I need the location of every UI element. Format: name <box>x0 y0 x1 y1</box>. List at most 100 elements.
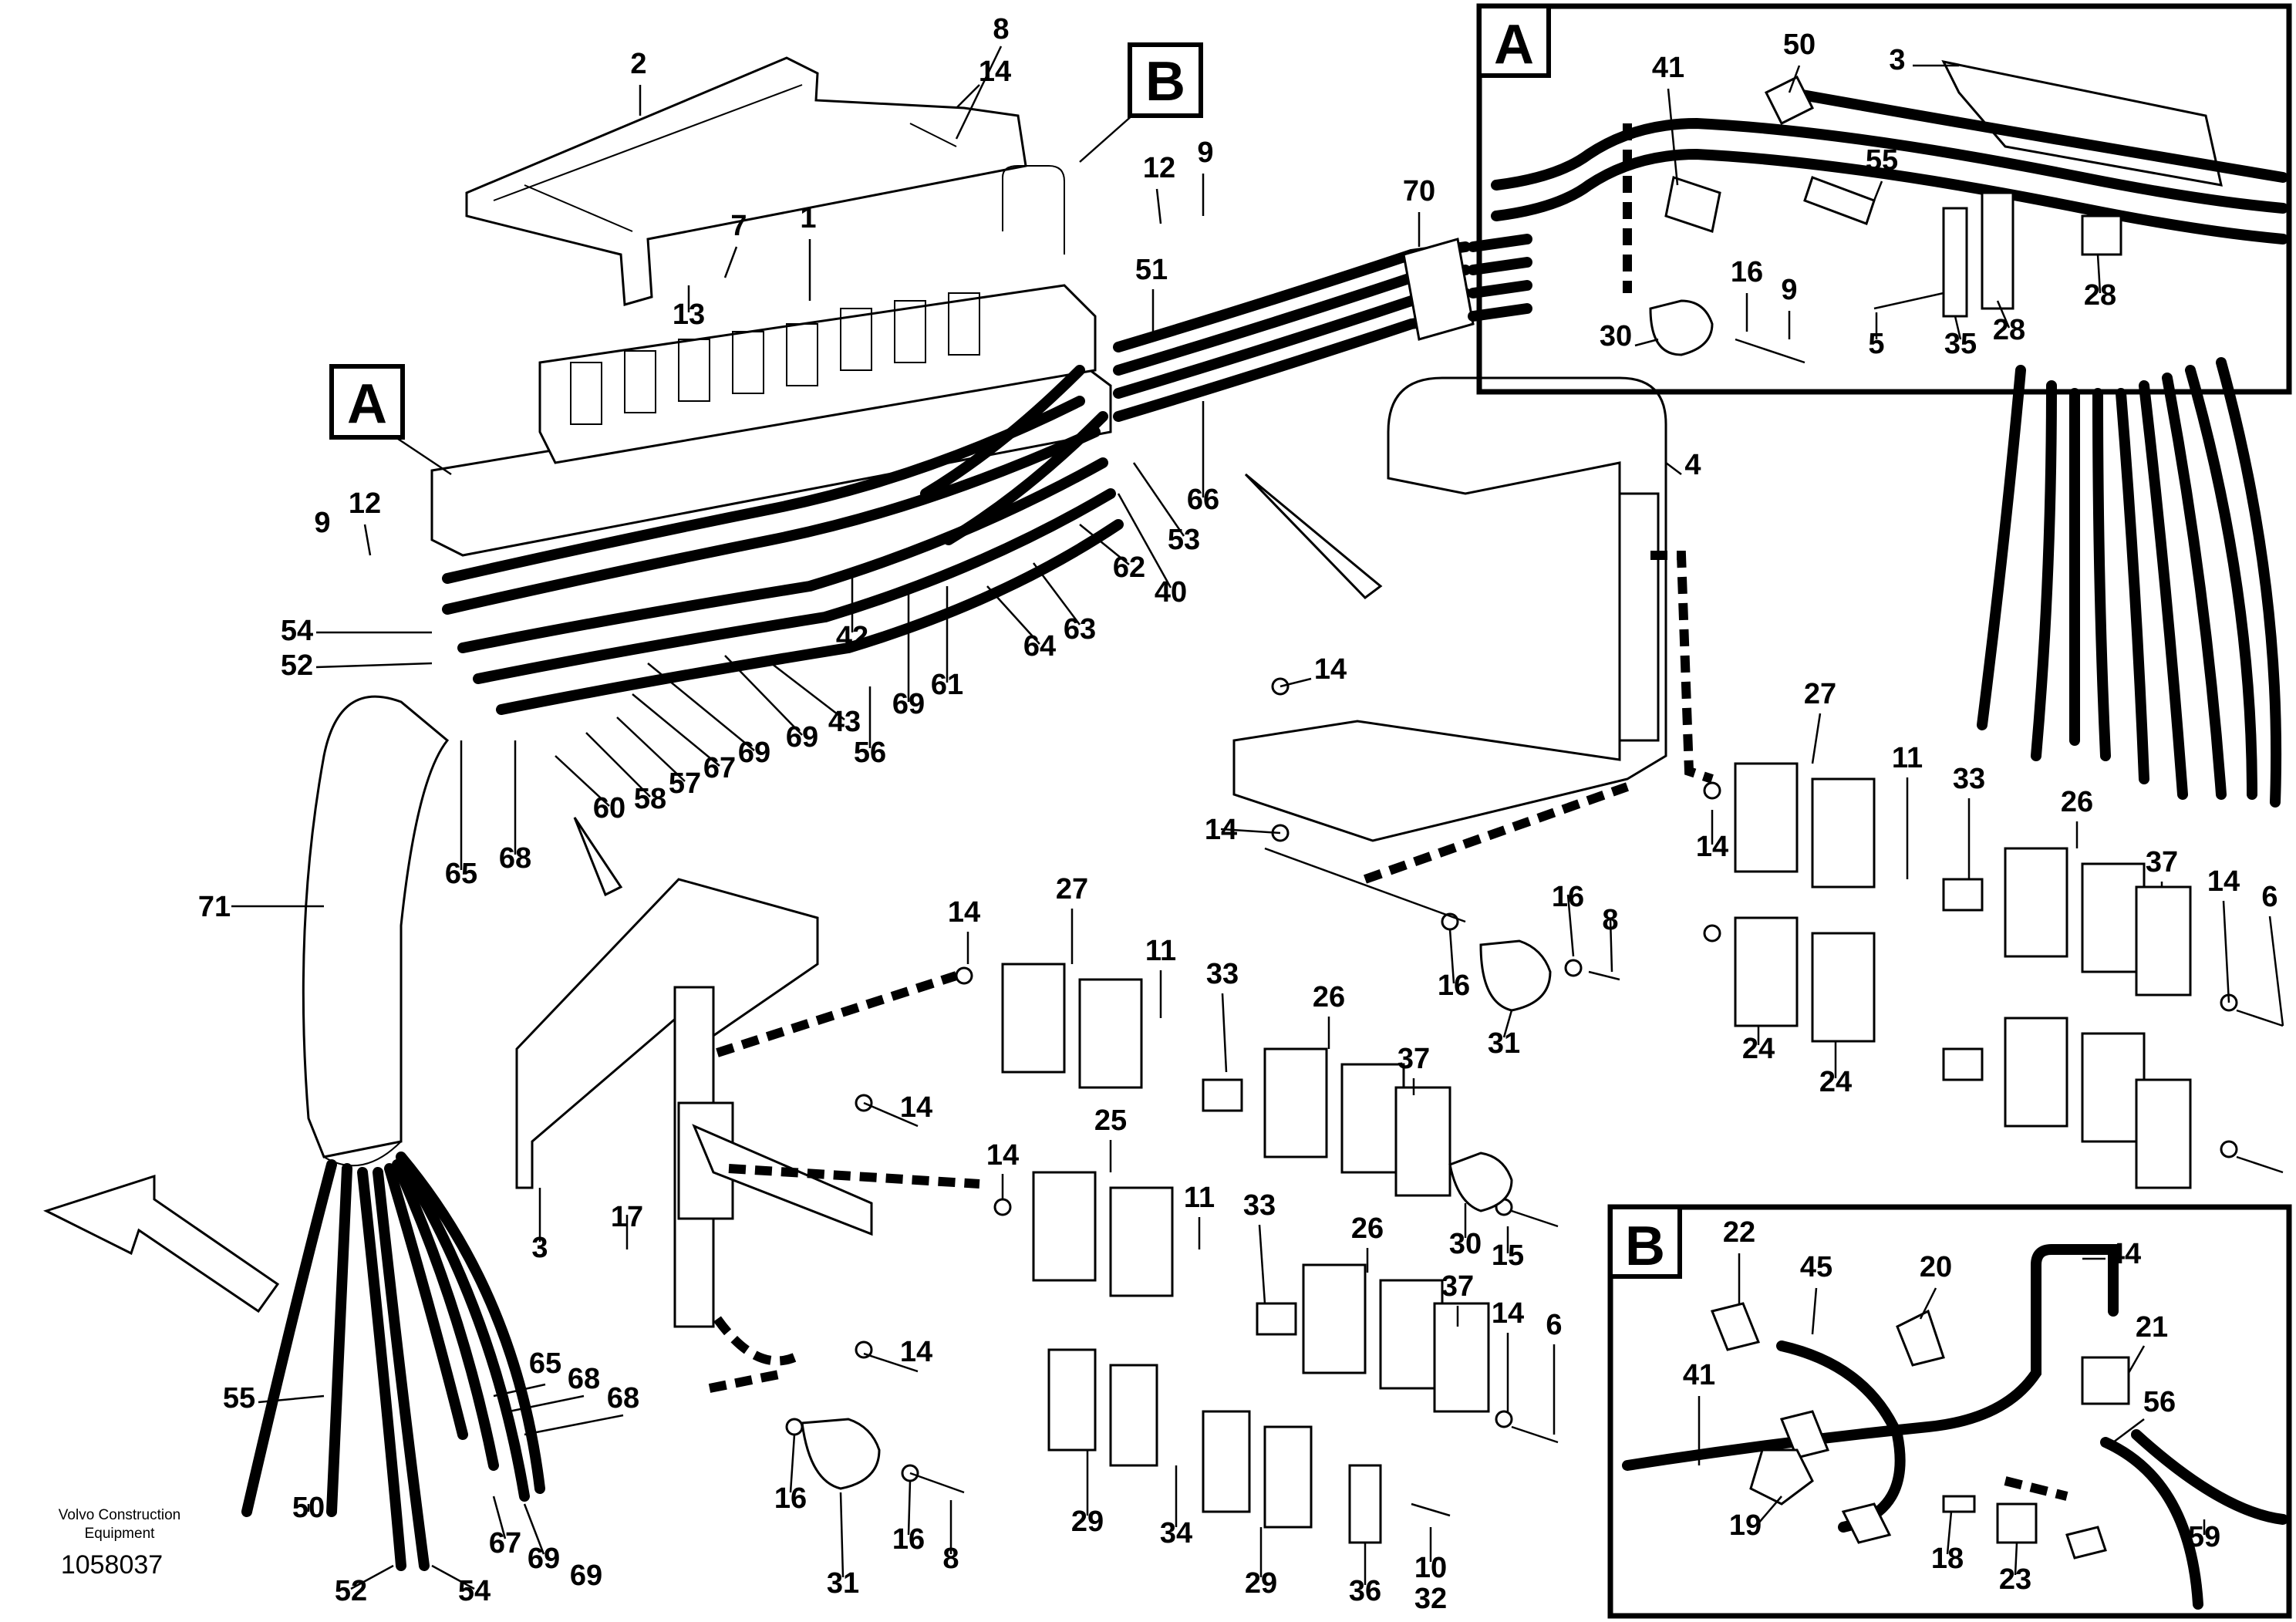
part-number-label: 11 <box>1892 742 1923 774</box>
part-number-label: 16 <box>892 1523 925 1556</box>
detail-b-part-number-label: 59 <box>2188 1521 2220 1553</box>
part-number-label: 8 <box>942 1543 959 1575</box>
part-number-label: 14 <box>900 1091 932 1124</box>
part-number-label: 52 <box>335 1575 367 1607</box>
part-number-label: 57 <box>669 767 701 800</box>
part-number-label: 55 <box>223 1382 255 1415</box>
bracket-3-drawing <box>515 878 980 1393</box>
detail-b-part-number-label: 23 <box>1999 1563 2031 1596</box>
part-number-label: 31 <box>827 1567 859 1600</box>
part-number-label: 67 <box>703 752 736 784</box>
part-number-label: 69 <box>892 688 925 720</box>
detail-a-part-number-label: 5 <box>1868 328 1884 360</box>
part-number-label: 54 <box>458 1575 491 1607</box>
part-number-label: 14 <box>948 896 980 929</box>
part-number-label: 27 <box>1804 678 1836 710</box>
part-number-label: 32 <box>1414 1583 1447 1615</box>
part-number-label: 14 <box>1205 814 1237 846</box>
hoses-below-sleeve <box>241 1152 545 1571</box>
part-number-label: 7 <box>730 210 747 242</box>
part-number-label: 31 <box>1488 1027 1520 1060</box>
part-number-label: 33 <box>1243 1189 1276 1222</box>
callout-b-box <box>1128 42 1203 118</box>
part-number-label: 8 <box>993 13 1009 46</box>
part-number-label: 14 <box>2207 865 2240 898</box>
part-number-label: 16 <box>1552 881 1584 913</box>
detail-b-letter: B <box>1625 1216 1665 1277</box>
part-number-label: 69 <box>528 1543 560 1575</box>
part-number-label: 69 <box>786 721 818 754</box>
part-number-label: 43 <box>828 706 861 738</box>
part-number-label: 1 <box>800 202 816 234</box>
part-number-label: 14 <box>1696 831 1728 863</box>
part-number-label: 9 <box>314 507 330 539</box>
part-number-label: 71 <box>198 891 231 923</box>
part-number-label: 60 <box>593 792 625 824</box>
clamp-groups <box>785 677 2284 1544</box>
detail-b-part-number-label: 18 <box>1931 1543 1964 1575</box>
part-number-label: 50 <box>292 1492 325 1524</box>
detail-b-part-number-label: 56 <box>2143 1386 2176 1418</box>
valve-assembly-drawing <box>241 56 1532 1571</box>
part-number-label: 65 <box>445 858 477 890</box>
detail-b-part-number-label: 19 <box>1729 1509 1762 1542</box>
detail-b-part-number-label: 45 <box>1800 1251 1832 1283</box>
part-number-label: 56 <box>854 737 886 769</box>
hoses-over-block <box>442 365 1124 715</box>
part-number-label: 9 <box>1197 137 1213 169</box>
part-number-label: 25 <box>1094 1104 1127 1137</box>
part-number-label: 24 <box>1742 1033 1775 1065</box>
part-number-label: 37 <box>2146 846 2178 878</box>
part-number-label: 14 <box>900 1336 932 1368</box>
hose-bundle-70 <box>1113 234 1532 422</box>
part-number-label: 12 <box>349 487 381 520</box>
part-number-label: 17 <box>611 1201 643 1233</box>
part-number-label: 53 <box>1168 524 1200 556</box>
part-number-label: 14 <box>1314 653 1347 686</box>
part-number-label: 63 <box>1064 613 1096 646</box>
part-number-label: 3 <box>531 1232 548 1264</box>
part-number-label: 69 <box>738 737 770 769</box>
part-number-label: 11 <box>1184 1182 1215 1214</box>
part-number-label: 16 <box>774 1482 807 1515</box>
part-number-label: 11 <box>1145 935 1176 967</box>
detail-a-panel: A <box>1476 3 2292 395</box>
part-number-label: 29 <box>1245 1567 1277 1600</box>
part-number-label: 68 <box>499 842 531 875</box>
detail-a-part-number-label: 35 <box>1944 328 1977 360</box>
part-number-label: 14 <box>1492 1297 1524 1330</box>
detail-b-part-number-label: 21 <box>2136 1311 2168 1344</box>
detail-b-part-number-label: 22 <box>1723 1216 1755 1249</box>
part-number-label: 66 <box>1187 484 1219 516</box>
part-number-label: 61 <box>931 669 963 701</box>
part-number-label: 65 <box>529 1347 561 1380</box>
part-number-label: 40 <box>1155 576 1187 609</box>
part-number-label: 24 <box>1819 1066 1852 1098</box>
part-number-label: 29 <box>1071 1506 1104 1538</box>
part-number-label: 70 <box>1403 175 1435 207</box>
company-name-line1: Volvo Construction <box>59 1507 180 1523</box>
part-number-label: 15 <box>1492 1239 1524 1272</box>
part-number-label: 33 <box>1206 958 1239 990</box>
part-number-label: 6 <box>2261 881 2277 913</box>
part-number-label: 30 <box>1449 1228 1482 1260</box>
part-number-label: 67 <box>489 1527 521 1560</box>
detail-a-part-number-label: 30 <box>1600 320 1632 352</box>
part-number-label: 13 <box>673 298 705 331</box>
part-number-label: 42 <box>836 621 868 653</box>
detail-a-part-number-label: 55 <box>1866 144 1898 177</box>
document-number: 1058037 <box>61 1550 163 1580</box>
part-number-label: 64 <box>1023 630 1056 663</box>
detail-b-panel: B <box>1607 1204 2292 1619</box>
callout-b-letter: B <box>1145 51 1185 113</box>
part-number-label: 36 <box>1349 1575 1381 1607</box>
part-number-label: 4 <box>1684 449 1701 481</box>
part-number-label: 33 <box>1953 763 1985 795</box>
part-number-label: 12 <box>1143 152 1175 184</box>
detail-a-part-number-label: 3 <box>1889 44 1905 76</box>
detail-b-part-number-label: 44 <box>2109 1238 2141 1270</box>
leader-lines <box>231 46 2284 1590</box>
